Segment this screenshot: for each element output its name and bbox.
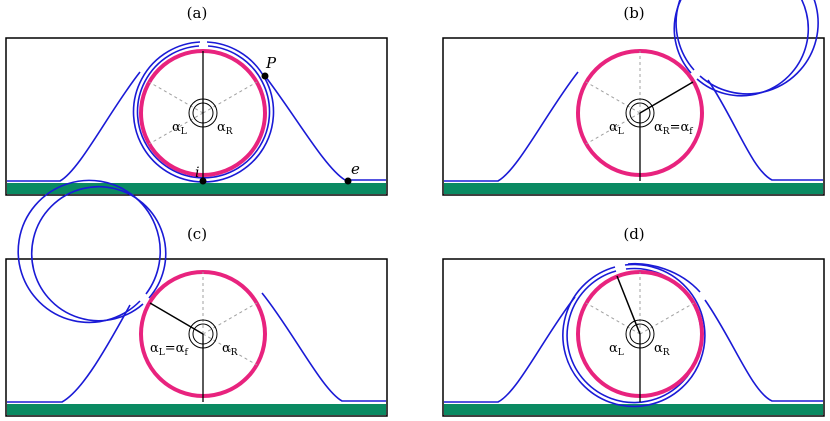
detachment-radius <box>149 302 204 335</box>
detachment-radius <box>639 81 694 114</box>
angle-arc <box>625 319 655 349</box>
angle-arc <box>629 102 651 124</box>
angle-arc <box>192 102 214 124</box>
angle-arc <box>625 98 655 128</box>
panel-frame <box>442 258 825 417</box>
alpha-left-label: αL <box>172 120 187 137</box>
alpha-right-label: αR <box>217 120 233 137</box>
membrane-wrap-outer <box>17 179 161 324</box>
guide-line <box>148 112 204 145</box>
panel-frame <box>5 258 388 417</box>
guide-line <box>202 302 258 335</box>
membrane-profile <box>444 71 823 182</box>
alpha-left-label: αL <box>609 120 624 137</box>
guide-line <box>585 302 641 335</box>
guide-line <box>639 302 695 335</box>
membrane-wrap-lip <box>627 262 701 293</box>
membrane-profile <box>444 296 823 403</box>
ground-strip <box>7 183 386 194</box>
panel-label-d: (d) <box>623 225 645 243</box>
membrane-wrap-outer <box>562 263 706 408</box>
angle-arc <box>629 323 651 345</box>
guide-line <box>585 81 641 114</box>
panel-a: αL αR P i e <box>5 37 388 196</box>
ground-strip <box>444 183 823 194</box>
point-e <box>344 177 352 185</box>
point-i <box>199 177 207 185</box>
angle-arc <box>188 98 218 128</box>
panel-label-a: (a) <box>186 4 208 22</box>
panel-d: αL αR <box>442 258 825 417</box>
membrane-wrap-inner <box>30 185 167 322</box>
alpha-right-label: αR=αf <box>654 120 693 137</box>
panel-label-b: (b) <box>623 4 645 22</box>
alpha-left-label: αL=αf <box>150 341 188 358</box>
membrane-profile <box>7 292 386 403</box>
point-e-label: e <box>351 160 360 178</box>
panel-b: αL αR=αf <box>442 0 825 196</box>
guide-line <box>585 112 641 145</box>
point-P-label: P <box>265 54 277 72</box>
membrane-wrap-inner <box>673 0 810 97</box>
ground-strip <box>7 404 386 415</box>
point-P <box>261 72 269 80</box>
alpha-right-label: αR <box>654 341 670 358</box>
guide-line <box>202 81 258 114</box>
guide-line <box>202 333 258 366</box>
guide-line <box>148 81 204 114</box>
panel-label-c: (c) <box>186 225 208 243</box>
panel-frame <box>442 37 825 196</box>
alpha-right-label: αR <box>222 341 238 358</box>
point-i-label: i <box>195 165 199 181</box>
panel-frame <box>5 37 388 196</box>
angle-arc <box>188 319 218 349</box>
panel-c: αL=αf αR <box>5 179 388 417</box>
membrane-profile <box>7 71 386 182</box>
angle-arc <box>192 323 214 345</box>
ground-strip <box>444 404 823 415</box>
alpha-left-label: αL <box>609 341 624 358</box>
